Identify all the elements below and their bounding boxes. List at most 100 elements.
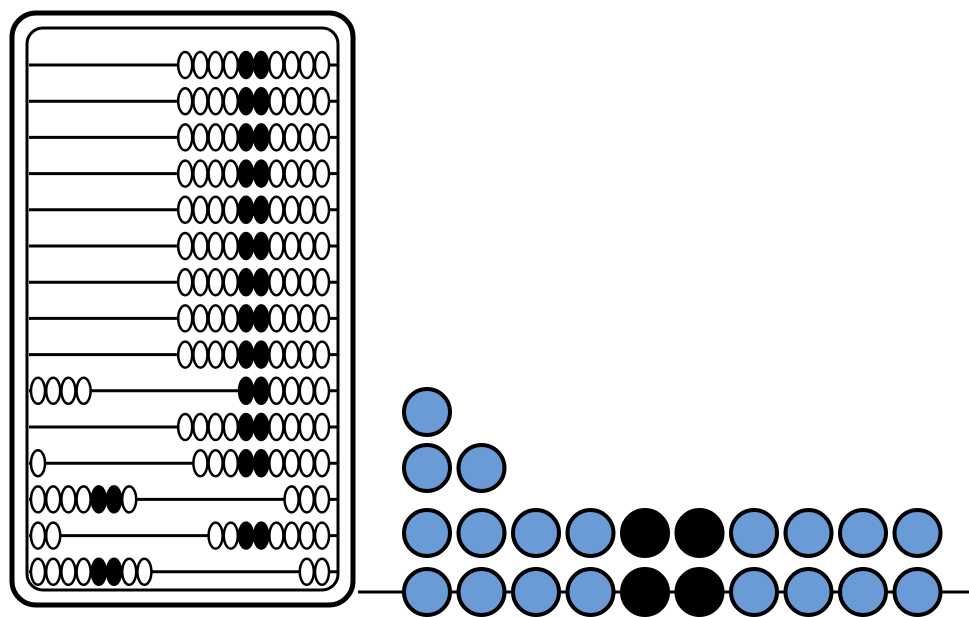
- counter-stacks: [358, 389, 969, 615]
- abacus-bead-white: [300, 88, 314, 114]
- abacus-bead-white: [300, 523, 314, 549]
- abacus-bead-white: [300, 414, 314, 440]
- abacus-bead-black: [254, 52, 268, 78]
- abacus-bead-white: [46, 559, 60, 585]
- abacus-bead-white: [209, 52, 223, 78]
- abacus-bead-white: [315, 88, 329, 114]
- abacus-bead-white: [269, 450, 283, 476]
- abacus-bead-black: [239, 88, 253, 114]
- abacus-bead-white: [315, 161, 329, 187]
- abacus-bead-white: [224, 197, 238, 223]
- abacus-bead-white: [315, 269, 329, 295]
- abacus-bead-white: [300, 197, 314, 223]
- abacus-bead-white: [178, 52, 192, 78]
- abacus-bead-white: [269, 523, 283, 549]
- abacus-bead-white: [224, 88, 238, 114]
- abacus-bead-black: [239, 161, 253, 187]
- abacus-bead-white: [209, 523, 223, 549]
- abacus-bead-white: [178, 269, 192, 295]
- abacus-bead-black: [254, 161, 268, 187]
- abacus-bead-white: [315, 559, 329, 585]
- abacus-bead-white: [285, 124, 299, 150]
- counter-blue: [731, 510, 777, 556]
- counter-blue: [513, 569, 559, 615]
- counter-blue: [895, 510, 941, 556]
- abacus-bead-white: [193, 269, 207, 295]
- abacus-bead-white: [178, 414, 192, 440]
- abacus-bead-white: [269, 378, 283, 404]
- abacus-bead-white: [31, 523, 45, 549]
- counter-dots: [404, 389, 941, 615]
- abacus-bead-white: [178, 305, 192, 331]
- abacus-bead-white: [193, 88, 207, 114]
- abacus-bead-white: [300, 161, 314, 187]
- abacus-bead-white: [178, 197, 192, 223]
- abacus-bead-white: [224, 450, 238, 476]
- counter-blue: [459, 569, 505, 615]
- counter-row: [404, 445, 505, 491]
- abacus-bead-white: [269, 269, 283, 295]
- abacus-bead-white: [285, 233, 299, 259]
- abacus-bead-black: [92, 486, 106, 512]
- counter-blue: [568, 569, 614, 615]
- abacus-bead-white: [285, 450, 299, 476]
- abacus-bead-black: [107, 559, 121, 585]
- abacus-bead-white: [46, 523, 60, 549]
- abacus-bead-white: [61, 559, 75, 585]
- abacus-bead-white: [209, 124, 223, 150]
- abacus-bead-black: [239, 414, 253, 440]
- counter-black: [622, 510, 668, 556]
- abacus-bead-black: [239, 52, 253, 78]
- abacus-bead-white: [31, 559, 45, 585]
- abacus-bead-black: [239, 450, 253, 476]
- abacus-bead-white: [285, 269, 299, 295]
- abacus-bead-black: [239, 269, 253, 295]
- abacus-bead-black: [239, 233, 253, 259]
- abacus-bead-white: [209, 197, 223, 223]
- abacus: [12, 13, 353, 605]
- abacus-bead-white: [178, 342, 192, 368]
- counter-black: [677, 569, 723, 615]
- abacus-bead-white: [193, 52, 207, 78]
- abacus-bead-white: [269, 124, 283, 150]
- abacus-bead-white: [269, 52, 283, 78]
- abacus-bead-white: [178, 88, 192, 114]
- counter-row: [404, 510, 941, 556]
- abacus-bead-black: [239, 124, 253, 150]
- abacus-bead-white: [315, 305, 329, 331]
- abacus-bead-white: [300, 52, 314, 78]
- abacus-bead-black: [239, 305, 253, 331]
- abacus-bead-white: [300, 559, 314, 585]
- abacus-bead-white: [224, 523, 238, 549]
- abacus-bead-white: [300, 305, 314, 331]
- counter-blue: [786, 569, 832, 615]
- abacus-bead-white: [315, 450, 329, 476]
- counter-blue: [404, 569, 450, 615]
- abacus-bead-white: [178, 161, 192, 187]
- abacus-bead-white: [300, 233, 314, 259]
- abacus-bead-white: [315, 414, 329, 440]
- abacus-bead-white: [300, 486, 314, 512]
- counter-blue: [404, 445, 450, 491]
- abacus-bead-black: [254, 197, 268, 223]
- abacus-bead-white: [209, 88, 223, 114]
- abacus-bead-white: [269, 233, 283, 259]
- abacus-bead-white: [193, 161, 207, 187]
- abacus-bead-white: [285, 342, 299, 368]
- abacus-bead-white: [193, 342, 207, 368]
- abacus-bead-white: [193, 414, 207, 440]
- abacus-bead-white: [31, 486, 45, 512]
- abacus-bead-white: [269, 342, 283, 368]
- abacus-bead-white: [122, 486, 136, 512]
- abacus-bead-white: [46, 378, 60, 404]
- abacus-bead-white: [224, 305, 238, 331]
- abacus-bead-white: [300, 450, 314, 476]
- counter-blue: [731, 569, 777, 615]
- abacus-bead-black: [254, 414, 268, 440]
- abacus-bead-white: [285, 523, 299, 549]
- abacus-bead-white: [209, 342, 223, 368]
- counter-blue: [895, 569, 941, 615]
- abacus-bead-white: [193, 305, 207, 331]
- counter-blue: [840, 510, 886, 556]
